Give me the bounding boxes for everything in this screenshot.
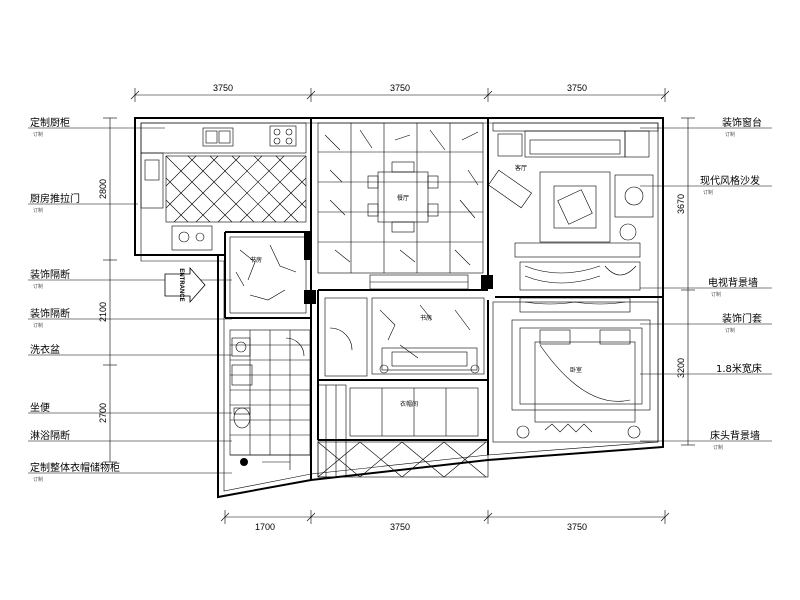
left-sub-cabinet: 订制	[33, 131, 43, 138]
left-dim-2: 2100	[98, 302, 108, 322]
top-dim-1: 3750	[213, 83, 233, 93]
right-dimension-line: 3670 3200	[676, 117, 695, 446]
bathroom	[229, 329, 311, 470]
right-callouts: 装饰窗台 订制 现代风格沙发 订制 电视背景墙 订制 装饰门套 订制 1.8米宽…	[640, 116, 772, 451]
right-sub-headboard-wall: 订制	[713, 444, 723, 451]
left-sub-wardrobe: 订制	[33, 476, 43, 483]
right-sub-sofa: 订制	[703, 189, 713, 196]
top-dimension-line: 3750 3750 3750	[130, 83, 670, 102]
room-bedroom: 卧室	[570, 366, 582, 374]
left-label-partition-2: 装饰隔断	[30, 307, 70, 320]
right-label-sofa: 现代风格沙发	[700, 174, 760, 187]
left-label-shower: 淋浴隔断	[30, 429, 70, 442]
bottom-dim-1: 1700	[255, 522, 275, 532]
wardrobe: 衣帽间	[317, 384, 489, 478]
entrance-arrow[interactable]: ENTRANCE	[164, 266, 206, 304]
right-label-window: 装饰窗台	[722, 116, 762, 129]
left-sub-partition-1: 订制	[33, 283, 43, 290]
left-label-kitchen-door: 厨房推拉门	[30, 192, 80, 205]
left-label-wardrobe: 定制整体衣帽储物柜	[30, 461, 120, 474]
right-sub-door-frame: 订制	[725, 327, 735, 334]
left-sub-kitchen-door: 订制	[33, 207, 43, 214]
right-sub-tv-wall: 订制	[711, 291, 721, 298]
right-dim-1: 3670	[676, 194, 686, 214]
bedroom: 卧室	[492, 297, 659, 443]
room-middle: 书房	[420, 314, 432, 322]
top-dim-2: 3750	[390, 83, 410, 93]
right-sub-window: 订制	[725, 131, 735, 138]
study-room: 书房	[229, 236, 307, 314]
kitchen	[140, 122, 307, 251]
bottom-dimension-line: 1700 3750 3750	[220, 510, 670, 532]
dining-area: 餐厅	[317, 122, 484, 290]
interior-walls	[135, 118, 663, 480]
left-dimension-line: 2800 2100 2700	[98, 117, 117, 463]
right-dim-2: 3200	[676, 358, 686, 378]
room-closet: 衣帽间	[400, 400, 418, 408]
left-dim-1: 2800	[98, 179, 108, 199]
left-callouts: 定制厨柜 订制 厨房推拉门 订制 装饰隔断 订制 装饰隔断 订制 洗衣盆 坐便 …	[28, 116, 232, 483]
entrance-label: ENTRANCE	[178, 268, 184, 301]
living-room: 客厅	[488, 122, 659, 291]
middle-room: 书房	[324, 297, 485, 377]
left-label-toilet: 坐便	[30, 401, 50, 414]
left-label-partition-1: 装饰隔断	[30, 268, 70, 281]
left-label-wash-basin: 洗衣盆	[30, 343, 60, 356]
top-dim-3: 3750	[567, 83, 587, 93]
bottom-dim-2: 3750	[390, 522, 410, 532]
bottom-dim-3: 3750	[567, 522, 587, 532]
left-label-cabinet: 定制厨柜	[30, 116, 70, 129]
right-label-headboard-wall: 床头背景墙	[710, 429, 760, 442]
room-living: 客厅	[515, 164, 527, 172]
left-sub-partition-2: 订制	[33, 322, 43, 329]
right-label-door-frame: 装饰门套	[722, 312, 762, 325]
room-dining: 餐厅	[397, 194, 409, 202]
right-label-tv-wall: 电视背景墙	[708, 276, 758, 289]
right-label-bed: 1.8米宽床	[716, 362, 762, 375]
room-study: 书房	[250, 256, 262, 264]
